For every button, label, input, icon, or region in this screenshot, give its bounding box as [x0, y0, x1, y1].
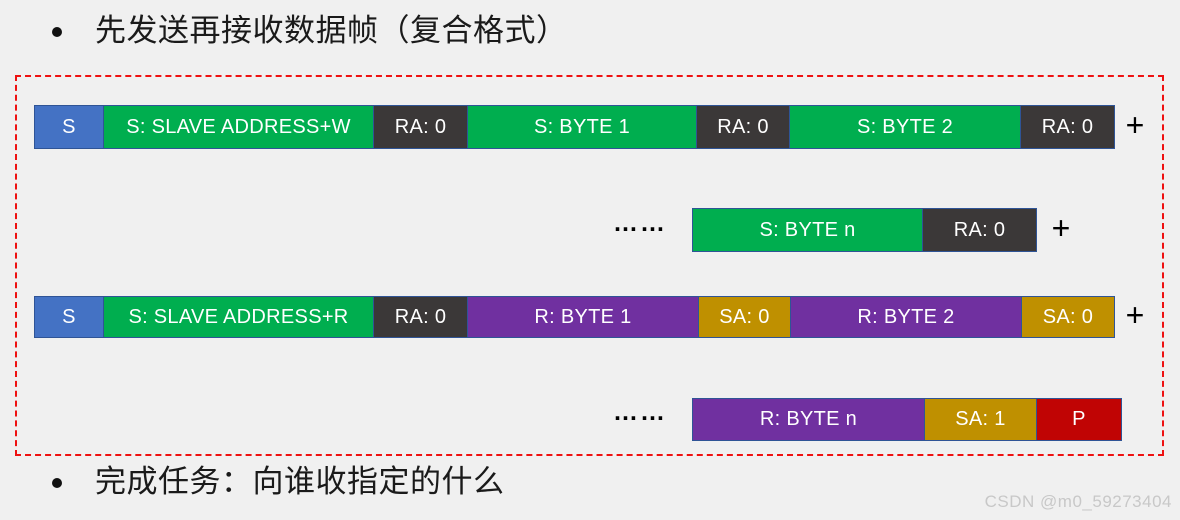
- receive-frame-end-row: R: BYTE n SA: 1 P: [692, 398, 1122, 441]
- slide-title: 先发送再接收数据帧（复合格式）: [95, 13, 568, 48]
- master-nack-cell: SA: 1: [924, 398, 1037, 441]
- start-condition-cell: S: [34, 296, 104, 338]
- master-ack-cell: SA: 0: [1021, 296, 1115, 338]
- send-byte-cell: S: BYTE 1: [467, 105, 697, 149]
- bullet-line-top: 先发送再接收数据帧（复合格式）: [52, 12, 568, 50]
- ack-cell: RA: 0: [373, 105, 468, 149]
- plus-marker: +: [1125, 106, 1145, 143]
- slave-address-write-cell: S: SLAVE ADDRESS+W: [103, 105, 374, 149]
- receive-byte-cell: R: BYTE 1: [467, 296, 699, 338]
- slave-address-read-cell: S: SLAVE ADDRESS+R: [103, 296, 374, 338]
- bullet-line-bottom: 完成任务：向谁收指定的什么: [52, 463, 505, 501]
- ack-cell: RA: 0: [696, 105, 790, 149]
- plus-marker: +: [1051, 209, 1071, 246]
- ack-cell: RA: 0: [1020, 105, 1115, 149]
- send-byte-n-cell: S: BYTE n: [692, 208, 923, 252]
- ellipsis-marker: ……: [613, 208, 667, 237]
- slide-footnote: 完成任务：向谁收指定的什么: [95, 464, 505, 499]
- send-frame-continued-row: S: BYTE n RA: 0: [692, 208, 1037, 252]
- bullet-icon: [52, 27, 62, 37]
- plus-marker: +: [1125, 296, 1145, 333]
- dashed-frame: [15, 75, 1164, 456]
- send-byte-cell: S: BYTE 2: [789, 105, 1021, 149]
- ellipsis-marker: ……: [613, 398, 667, 426]
- start-condition-cell: S: [34, 105, 104, 149]
- receive-frame-row: S S: SLAVE ADDRESS+R RA: 0 R: BYTE 1 SA:…: [34, 296, 1115, 338]
- bullet-icon: [52, 478, 62, 488]
- master-ack-cell: SA: 0: [698, 296, 791, 338]
- csdn-watermark: CSDN @m0_59273404: [984, 492, 1172, 511]
- stop-condition-cell: P: [1036, 398, 1122, 441]
- send-frame-row: S S: SLAVE ADDRESS+W RA: 0 S: BYTE 1 RA:…: [34, 105, 1115, 149]
- receive-byte-n-cell: R: BYTE n: [692, 398, 925, 441]
- ack-cell: RA: 0: [373, 296, 468, 338]
- ack-cell: RA: 0: [922, 208, 1037, 252]
- receive-byte-cell: R: BYTE 2: [790, 296, 1022, 338]
